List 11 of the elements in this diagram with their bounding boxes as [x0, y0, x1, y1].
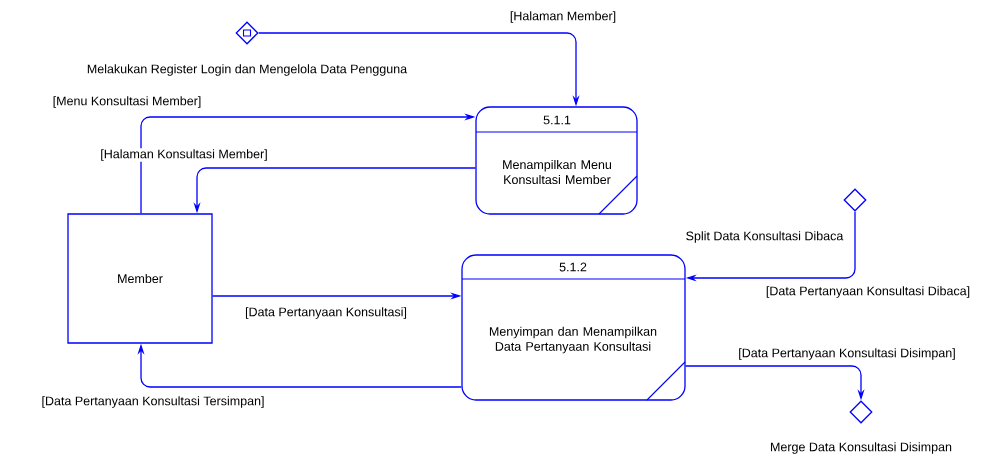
edge-label: [Data Pertanyaan Konsultasi Dibaca]	[764, 285, 972, 299]
node-label: Melakukan Register Login dan Mengelola Data Pengguna	[87, 64, 408, 76]
edge-label: [Halaman Member]	[508, 10, 618, 24]
edge-label: [Menu Konsultasi Member]	[51, 95, 203, 109]
edge-label: [Halaman Konsultasi Member]	[99, 148, 269, 162]
entity-box: Member	[67, 213, 213, 344]
process-box: 5.1.2 Menyimpan dan Menampilkan Data Pertanyaan Konsultasi	[461, 254, 686, 401]
edge-label: [Data Pertanyaan Konsultasi]	[244, 306, 408, 320]
process-box: 5.1.1 Menampilkan Menu Konsultasi Member	[475, 106, 638, 215]
edge-label: [Data Pertanyaan Konsultasi Tersimpan]	[40, 395, 266, 409]
edge-label: [Data Pertanyaan Konsultasi Disimpan]	[737, 347, 957, 361]
